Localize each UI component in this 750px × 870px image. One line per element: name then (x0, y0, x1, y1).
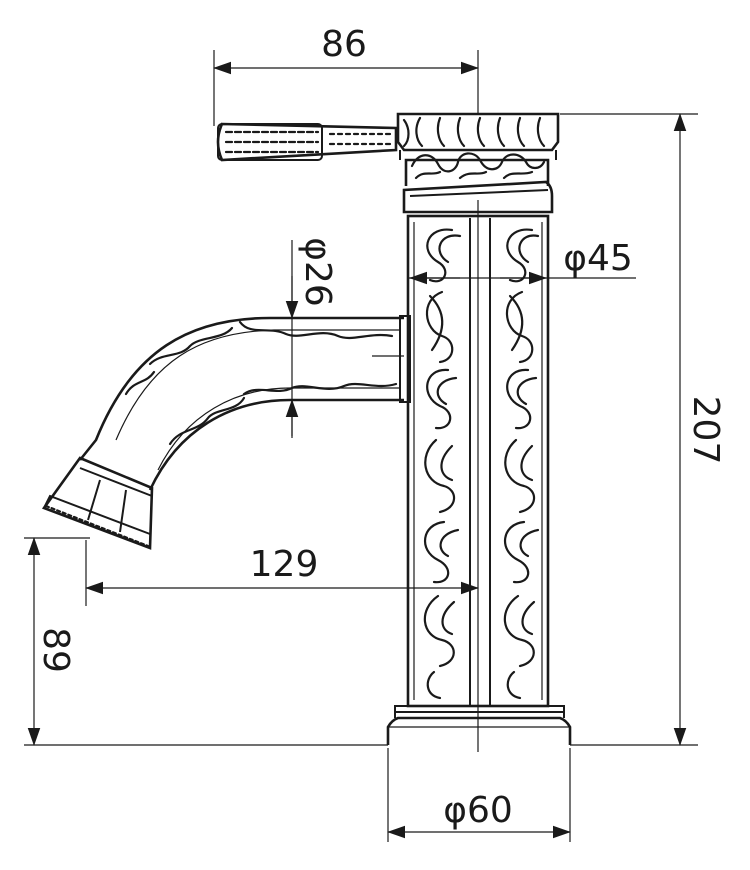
dim-label-total-height: 207 (685, 396, 726, 465)
dimension-spout-reach: 129 (85, 200, 479, 752)
dim-label-body-diameter: φ45 (563, 238, 633, 279)
body-ornament-left (423, 228, 462, 700)
faucet-handle (216, 122, 398, 162)
dim-label-base-diameter: φ60 (443, 790, 513, 831)
dimension-spout-diameter: φ26 (285, 237, 338, 438)
faucet-base (386, 705, 572, 745)
dimension-total-height: 207 (560, 113, 726, 746)
faucet-cap (396, 112, 560, 160)
dim-label-spout-height: 89 (35, 627, 76, 673)
faucet-spout (41, 315, 411, 550)
dimension-body-diameter: φ45 (408, 238, 636, 285)
dim-label-spout-reach: 129 (250, 544, 319, 585)
body-ornament-right (503, 228, 540, 700)
dimension-spout-height: 89 (24, 537, 388, 746)
dim-label-handle-length: 86 (321, 24, 367, 65)
faucet-body-column (406, 214, 550, 708)
faucet-top-collar (402, 152, 554, 214)
dimension-handle-length: 86 (213, 24, 479, 126)
dimension-base-diameter: φ60 (387, 748, 571, 842)
dim-label-spout-diameter: φ26 (297, 237, 338, 307)
